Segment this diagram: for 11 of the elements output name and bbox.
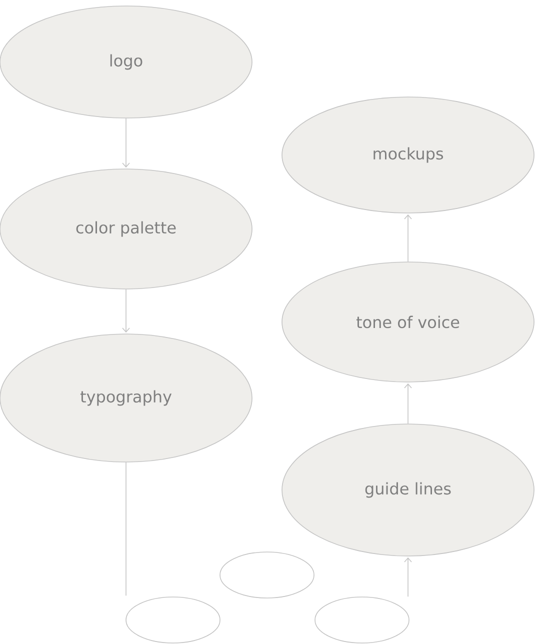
empty-ellipse [314, 596, 410, 644]
ellipse-node: tone of voice [282, 262, 534, 382]
arrow [122, 289, 130, 333]
arrow [404, 383, 412, 424]
arrow [122, 118, 130, 168]
arrow [404, 557, 412, 597]
arrow [404, 214, 412, 262]
ellipse-node: guide lines [282, 424, 534, 556]
ellipse-node: mockups [282, 96, 534, 214]
empty-ellipse [220, 552, 314, 598]
empty-ellipse [126, 596, 220, 644]
